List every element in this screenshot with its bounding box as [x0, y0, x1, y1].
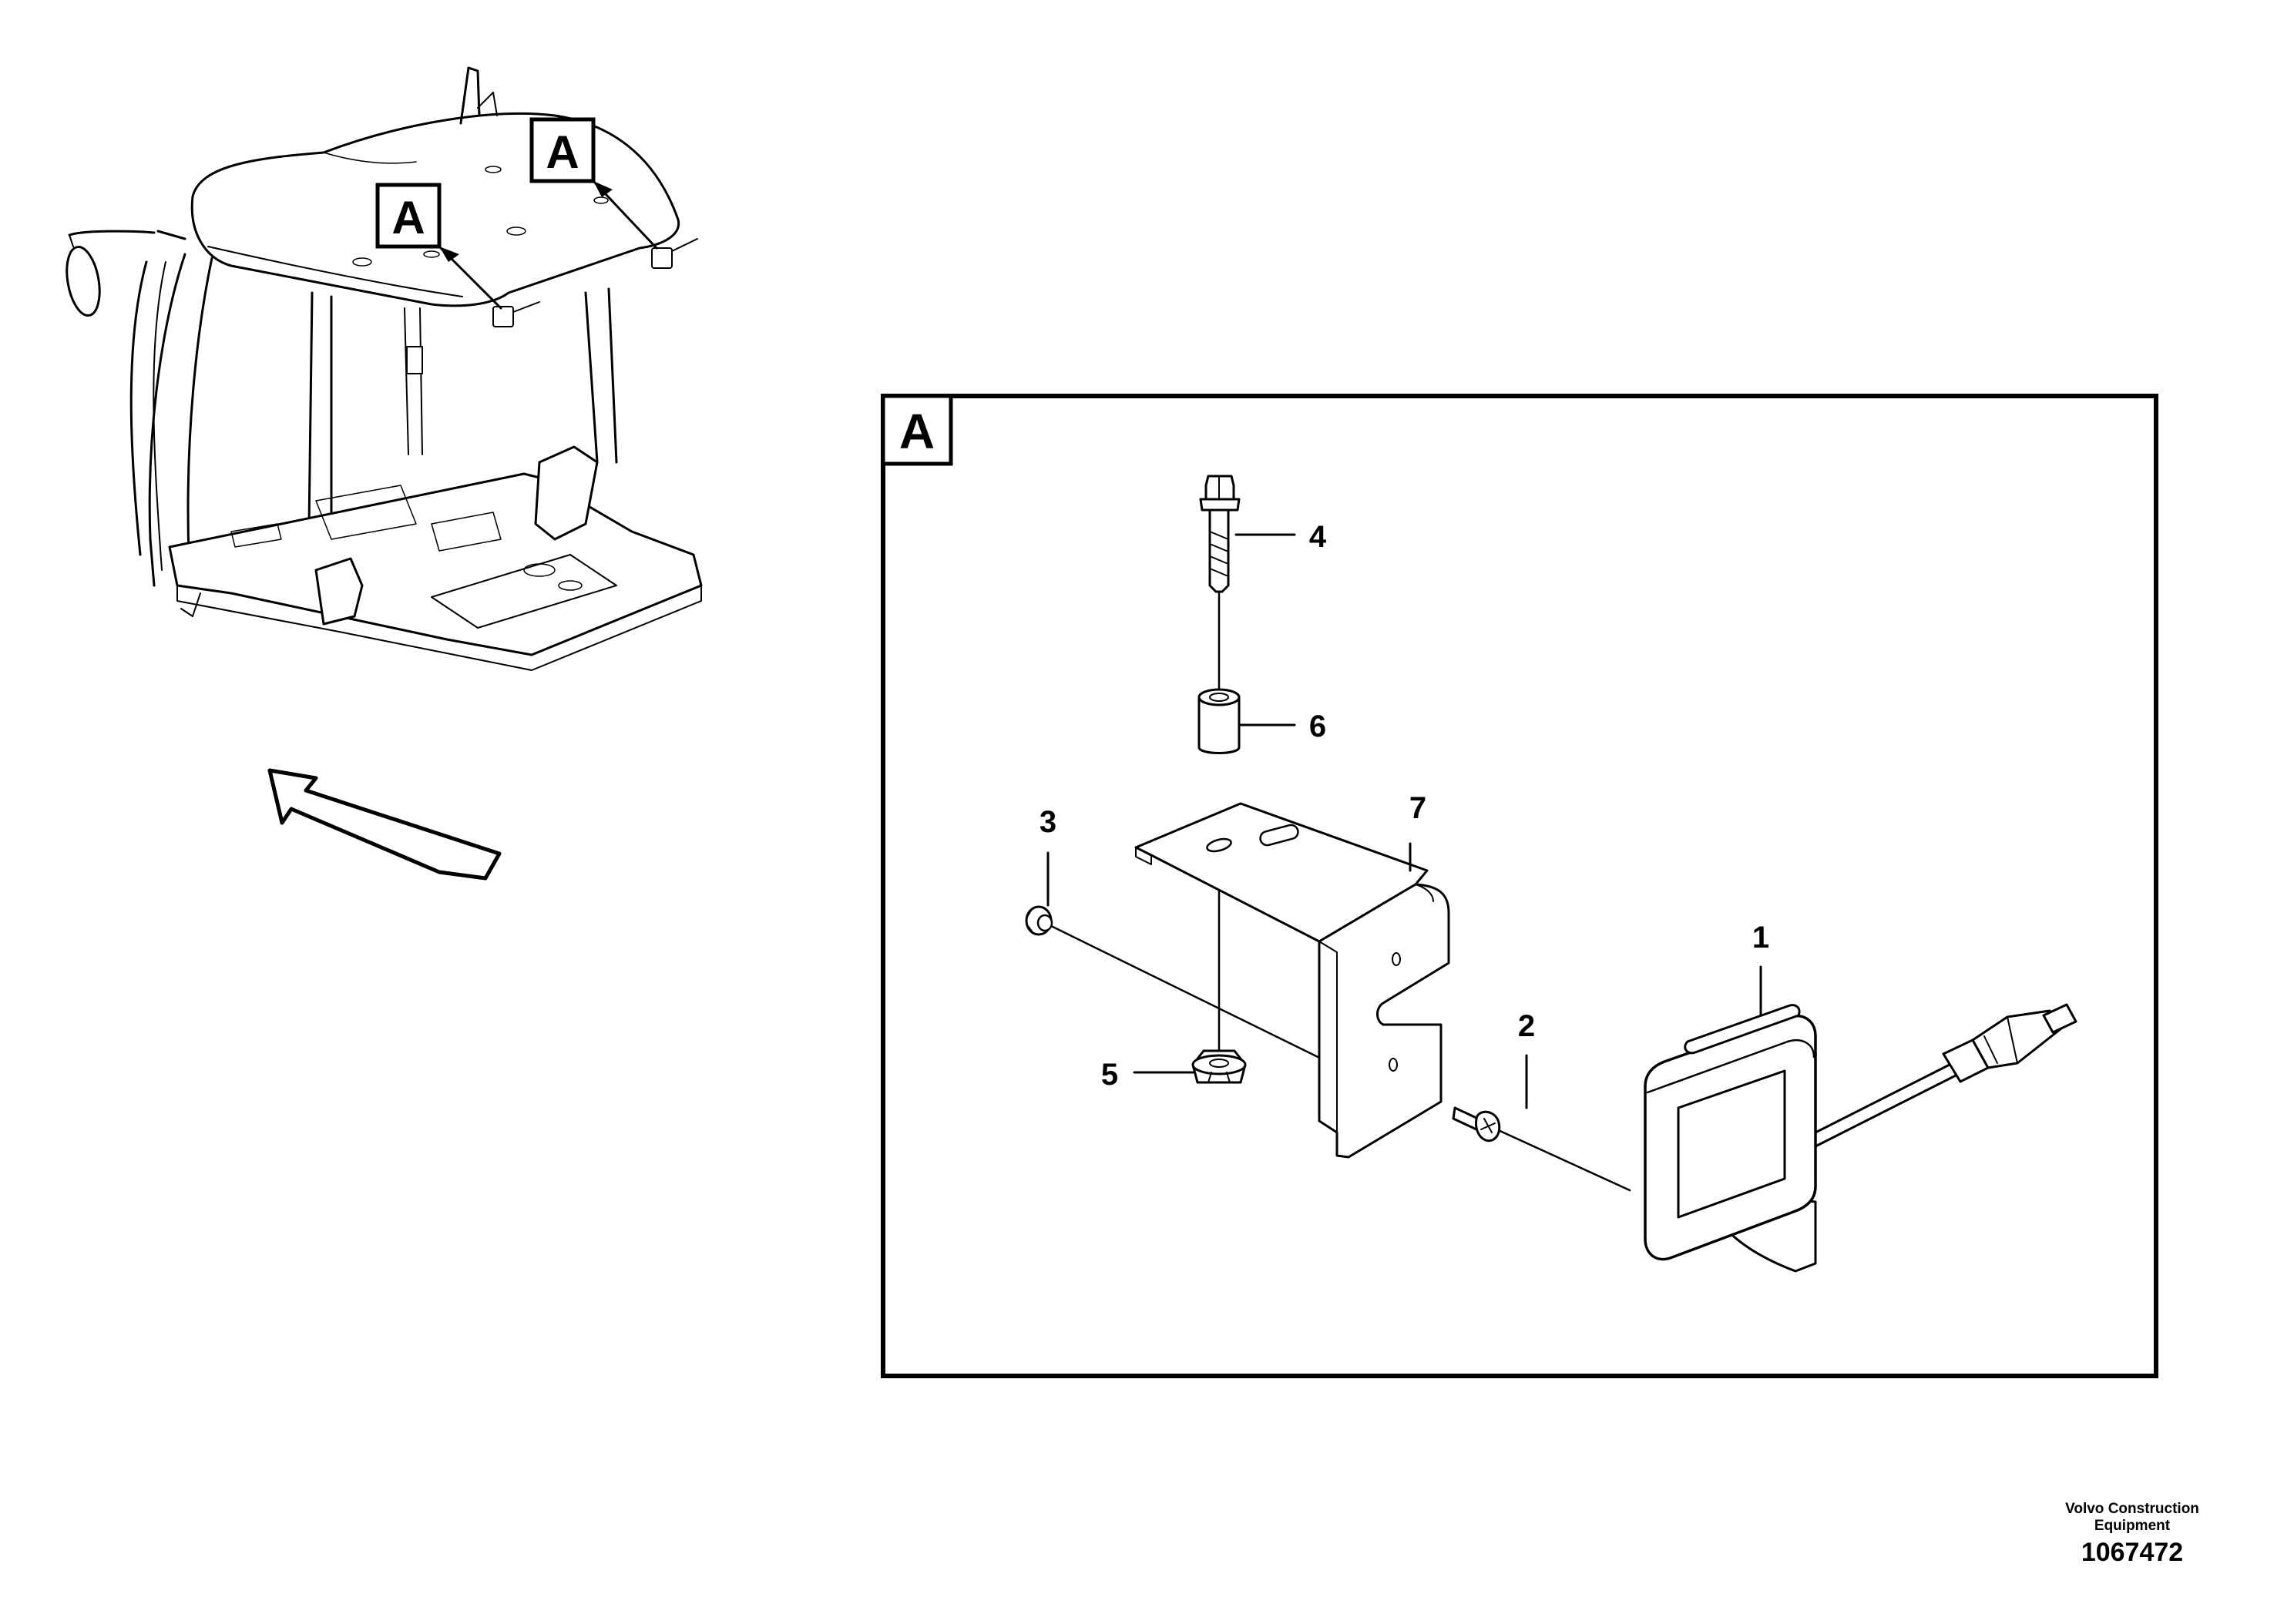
- screw-part: [1452, 1106, 1501, 1143]
- bracket-part: [1134, 802, 1450, 1159]
- cab-overview: A A: [65, 66, 703, 671]
- part-label-1: 1: [1752, 921, 1769, 955]
- callout-leaders: [1046, 533, 1762, 1109]
- detail-frame: [881, 394, 2158, 1378]
- brand-label: Volvo Construction Equipment: [2065, 1501, 2199, 1534]
- view-a-callout-label: A: [391, 192, 425, 243]
- detail-frame-label-box: [881, 394, 953, 466]
- washer-part: [1025, 905, 1053, 936]
- part-label-3: 3: [1040, 805, 1056, 839]
- view-direction-arrow: [267, 768, 502, 881]
- part-label-2: 2: [1518, 1009, 1535, 1043]
- bolt-part: [1199, 475, 1241, 593]
- part-label-7: 7: [1409, 791, 1426, 825]
- part-label-4: 4: [1309, 520, 1327, 554]
- part-label-5: 5: [1101, 1058, 1118, 1092]
- view-a-callout-box: [529, 117, 596, 183]
- detail-frame-label: A: [899, 404, 935, 459]
- view-a-callout-label: A: [546, 126, 579, 178]
- flange-nut-part: [1191, 1049, 1247, 1084]
- spacer-part: [1197, 688, 1241, 754]
- part-label-6: 6: [1309, 710, 1326, 743]
- drawing-number: 1067472: [2081, 1538, 2184, 1567]
- detail-view-a: A: [881, 394, 2158, 1378]
- view-a-callout-box: [375, 183, 442, 249]
- work-lamp-part: [1644, 1003, 2077, 1273]
